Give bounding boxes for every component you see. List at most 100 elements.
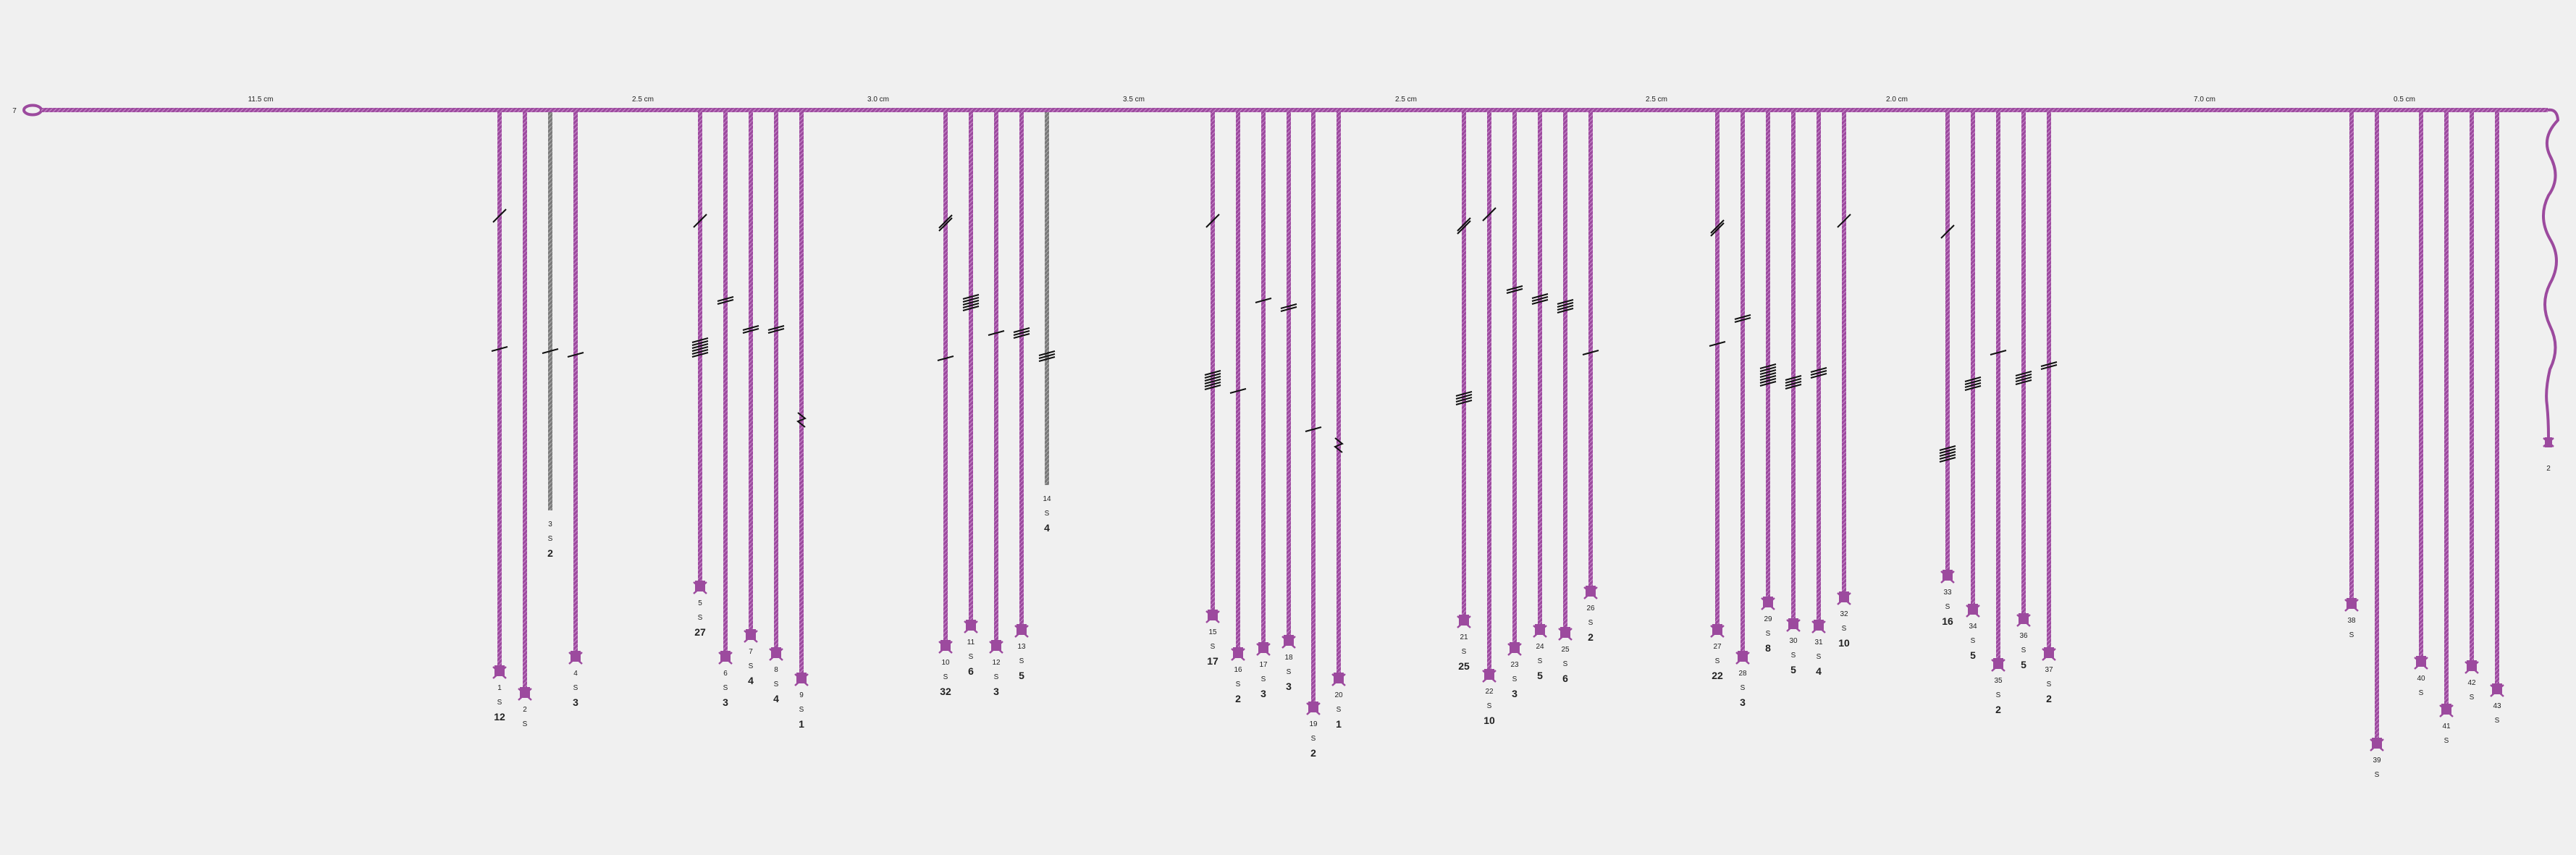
pendant-cord-9: 9S1: [794, 111, 809, 730]
pendant-number: 41: [2442, 723, 2451, 730]
pendant-value: 22: [1712, 670, 1723, 681]
single-knot: [938, 214, 953, 229]
single-knot: [1710, 222, 1725, 237]
long-knot-turn: [988, 330, 1005, 336]
pendant-tassel: [1763, 597, 1773, 607]
pendant-strand: [2495, 111, 2499, 688]
long-knot-turn: [1759, 369, 1777, 375]
long-knot-turn: [567, 352, 584, 358]
long-knot-turn: [1204, 384, 1221, 390]
long-knot-turn: [2040, 361, 2058, 367]
long-knot-turn: [1759, 375, 1777, 381]
pendant-strand: [2047, 111, 2051, 652]
main-cord-end-label: 2: [2546, 465, 2551, 473]
pendant-strand: [1996, 111, 2000, 662]
long-knot-turn: [1939, 448, 1956, 454]
long-knot-turn: [1939, 445, 1956, 451]
pendant-value: 5: [1537, 670, 1543, 681]
pendant-number: 19: [1309, 720, 1318, 728]
pendant-tassel-fringe: [1991, 659, 2005, 672]
pendant-tassel-fringe: [2439, 704, 2454, 717]
pendant-number: 10: [941, 659, 950, 667]
long-knot-turn: [937, 355, 954, 361]
pendant-strand: [1487, 111, 1491, 673]
long-knot-turn: [1759, 381, 1777, 387]
pendant-number: 6: [723, 670, 728, 678]
pendant-tassel: [940, 640, 951, 651]
pendant-cord-40: 40S: [2414, 111, 2428, 697]
pendant-twist: S: [1996, 691, 2001, 699]
pendant-strand: [799, 111, 804, 677]
single-knot: [1710, 219, 1725, 234]
main-cord: [41, 108, 2548, 112]
pendant-twist: S: [1766, 630, 1771, 638]
pendant-twist: S: [2419, 689, 2424, 697]
pendant-value: 4: [748, 675, 754, 686]
pendant-strand: [1945, 111, 1950, 574]
pendant-number: 9: [799, 691, 804, 699]
pendant-twist: S: [2470, 694, 2475, 702]
pendant-tassel-fringe: [1205, 610, 1220, 623]
pendant-tassel-fringe: [1281, 636, 1296, 649]
pendant-tassel: [1284, 635, 1294, 646]
pendant-tassel-fringe: [1966, 605, 1980, 618]
long-knot-turn: [717, 299, 734, 305]
pendant-twist: S: [1563, 660, 1568, 668]
pendant-twist: S: [1715, 657, 1720, 665]
pendant-tassel-fringe: [1735, 652, 1750, 665]
pendant-strand: [1538, 111, 1542, 628]
long-knot-turn: [1506, 285, 1523, 291]
pendant-cord-42: 42S: [2465, 111, 2479, 702]
pendant-cord-2: 2S: [518, 111, 532, 728]
spacing-label: 3.5 cm: [1123, 96, 1145, 104]
pendant-value: 1: [799, 718, 804, 730]
pendant-strand: [2375, 111, 2379, 742]
long-knot-turn: [1557, 308, 1574, 313]
pendant-strand: [1236, 111, 1240, 652]
pendant-value: 5: [2021, 659, 2026, 670]
pendant-strand: [2021, 111, 2026, 618]
pendant-strand: [1512, 111, 1517, 646]
pendant-tassel-fringe: [2490, 684, 2504, 697]
long-knot-turn: [1964, 385, 1982, 391]
pendant-strand: [523, 111, 527, 691]
pendant-twist: S: [1512, 675, 1518, 683]
long-knot-turn: [1785, 384, 1802, 389]
long-knot-turn: [2015, 376, 2032, 382]
long-knot-turn: [1204, 370, 1221, 376]
pendant-value: 6: [968, 665, 974, 677]
pendant-tassel: [1258, 642, 1268, 653]
long-knot-turn: [1734, 317, 1751, 323]
long-knot-turn: [1506, 288, 1523, 294]
pendant-number: 36: [2019, 632, 2028, 640]
pendant-number: 4: [573, 670, 578, 678]
pendant-tassel-fringe: [1786, 619, 1801, 632]
pendant-tassel: [1968, 604, 1978, 615]
pendant-tassel-fringe: [2465, 661, 2479, 674]
pendant-number: 28: [1738, 670, 1747, 678]
pendant-twist: S: [1741, 684, 1746, 692]
pendant-number: 30: [1789, 637, 1798, 645]
pendant-twist: S: [2444, 737, 2449, 745]
pendant-tassel: [1510, 642, 1520, 653]
long-knot-turn: [1455, 400, 1473, 405]
pendant-number: 31: [1814, 639, 1823, 646]
spacing-label: 11.5 cm: [248, 96, 274, 104]
main-cord-end-tail: [2541, 108, 2560, 438]
pendant-tassel: [1993, 658, 2003, 669]
long-knot-turn: [1810, 367, 1827, 373]
pendant-twist: S: [723, 684, 728, 692]
pendant-cord-7: 7S4: [742, 111, 759, 686]
pendant-value: 6: [1562, 673, 1568, 684]
pendant-tassel-fringe: [2370, 738, 2384, 751]
pendant-strand: [1337, 111, 1341, 677]
pendant-tassel-fringe: [2016, 614, 2031, 627]
pendant-tassel-fringe: [492, 666, 507, 679]
single-knot: [1457, 220, 1471, 235]
pendant-tassel-fringe: [1507, 643, 1522, 656]
